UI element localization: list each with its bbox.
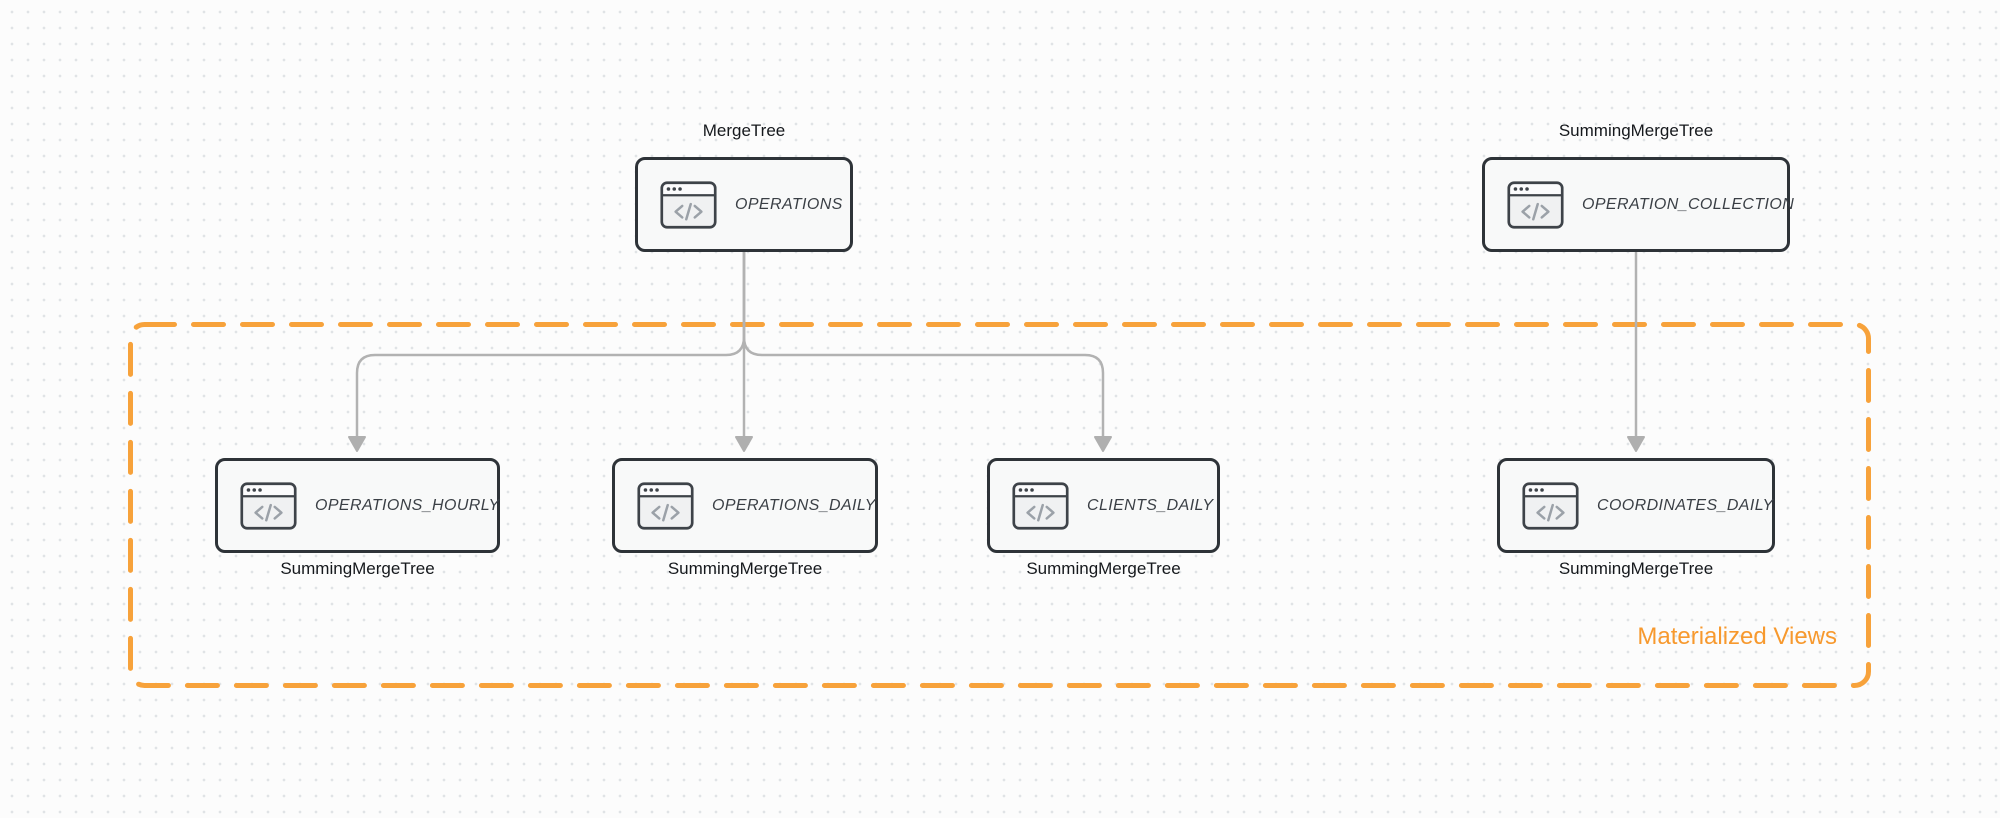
code-window-icon [637, 481, 694, 530]
table-label: OPERATION_COLLECTION [1582, 195, 1795, 213]
table-label: OPERATIONS_DAILY [712, 496, 876, 514]
node-coordinates-daily: COORDINATES_DAILY [1497, 458, 1775, 553]
table-label: CLIENTS_DAILY [1087, 496, 1214, 514]
edge-operations-to-operations-hourly [355, 248, 746, 439]
node-operations-hourly: OPERATIONS_HOURLY [215, 458, 500, 553]
arrowhead-icon [1094, 436, 1112, 452]
engine-label-clients-daily: SummingMergeTree [1026, 559, 1181, 578]
arrowhead-icon [348, 436, 366, 452]
code-window-icon [1507, 180, 1564, 229]
code-window-icon [1522, 481, 1579, 530]
engine-label-operation-collection: SummingMergeTree [1558, 121, 1714, 140]
code-window-icon [1012, 481, 1069, 530]
materialized-views-label: Materialized Views [1637, 623, 1837, 650]
node-operations: OPERATIONS [635, 157, 853, 252]
engine-label-operations-hourly: SummingMergeTree [280, 559, 435, 578]
node-clients-daily: CLIENTS_DAILY [987, 458, 1220, 553]
edge-operations-to-clients-daily [742, 248, 1105, 439]
engine-label-operations: MergeTree [702, 121, 786, 140]
node-operations-daily: OPERATIONS_DAILY [612, 458, 878, 553]
materialized-views-boundary [128, 322, 1871, 688]
node-operation-collection: OPERATION_COLLECTION [1482, 157, 1794, 252]
engine-label-coordinates-daily: SummingMergeTree [1558, 559, 1714, 578]
arrowhead-icon [735, 436, 753, 452]
code-window-icon [240, 481, 297, 530]
table-label: OPERATIONS [735, 195, 843, 213]
arrowhead-icon [1627, 436, 1645, 452]
code-window-icon [660, 180, 717, 229]
engine-label-operations-daily: SummingMergeTree [667, 559, 823, 578]
table-label: COORDINATES_DAILY [1597, 496, 1774, 514]
table-label: OPERATIONS_HOURLY [315, 496, 500, 514]
